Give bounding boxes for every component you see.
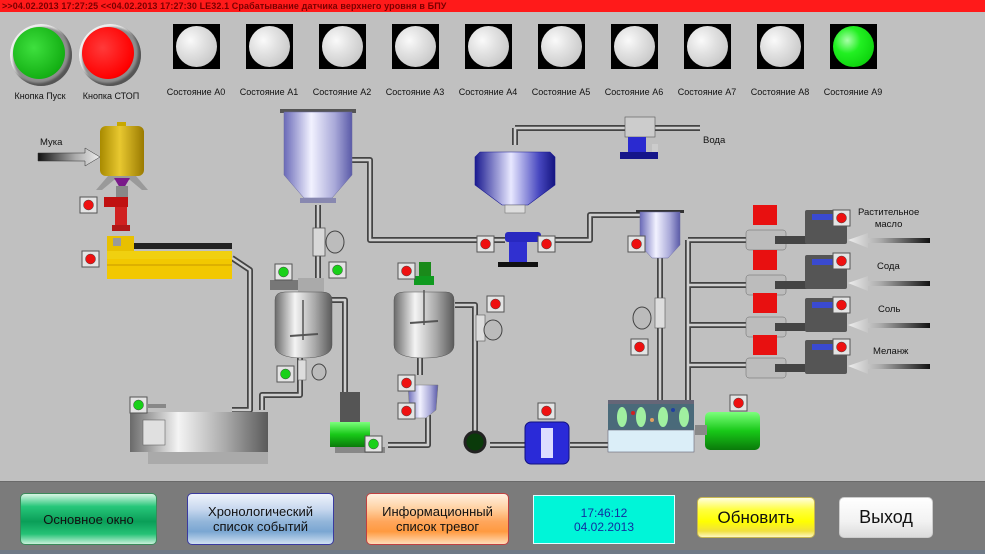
water-valve [620, 116, 658, 159]
status-lamp-label: Состояние А6 [604, 87, 664, 97]
dosing-station-oil [745, 205, 930, 251]
stopped-indicator[interactable] [832, 296, 851, 314]
stopped-indicator[interactable] [832, 209, 851, 227]
alarm-list-line1: Информационный [382, 504, 493, 519]
running-indicator[interactable] [276, 365, 295, 383]
stopped-indicator[interactable] [397, 374, 416, 392]
stopped-indicator[interactable] [486, 295, 505, 313]
status-lamp-a9 [830, 24, 877, 69]
status-lamp-label: Состояние А4 [458, 87, 518, 97]
stopped-indicator[interactable] [537, 402, 556, 420]
stopped-indicator[interactable] [729, 394, 748, 412]
running-indicator[interactable] [129, 396, 148, 414]
mixer-tank-1 [270, 278, 333, 381]
status-lamp-a4 [465, 24, 512, 69]
event-log-line2: список событий [212, 519, 309, 534]
lamp-bulb [541, 26, 582, 67]
flour-input-arrow [37, 147, 101, 167]
status-lamp-label: Состояние А9 [823, 87, 883, 97]
lamp-bulb [760, 26, 801, 67]
status-lamp-label: Состояние А8 [750, 87, 810, 97]
stop-button-label: Кнопка СТОП [82, 91, 140, 101]
lamp-bulb [833, 26, 874, 67]
status-lamp-label: Состояние А7 [677, 87, 737, 97]
stopped-indicator[interactable] [476, 235, 495, 253]
blue-diaphragm-pump [524, 421, 570, 465]
alarm-banner[interactable]: >>04.02.2013 17:27:25 <<04.02.2013 17:27… [0, 0, 985, 12]
stop-button[interactable] [79, 24, 141, 86]
status-lamp-a0 [173, 24, 220, 69]
main-window-button[interactable]: Основное окно [20, 493, 157, 545]
process-diagram [37, 109, 930, 465]
stopped-indicator[interactable] [832, 338, 851, 356]
status-lamp-a1 [246, 24, 293, 69]
clock-date: 04.02.2013 [573, 519, 635, 534]
label-water: Вода [703, 135, 726, 146]
status-lamp-a7 [684, 24, 731, 69]
stopped-indicator[interactable] [630, 338, 649, 356]
label-flour: Мука [40, 137, 63, 148]
flour-hopper [280, 109, 356, 203]
event-log-line1: Хронологический [208, 504, 313, 519]
lamp-bulb [614, 26, 655, 67]
status-lamp-label: Состояние А1 [239, 87, 299, 97]
label-vegetable-oil: Растительное масло [858, 207, 919, 231]
status-lamp-a5 [538, 24, 585, 69]
status-lamp-label: Состояние А3 [385, 87, 445, 97]
status-lamp-label: Состояние А5 [531, 87, 591, 97]
green-pump [330, 392, 385, 453]
stopped-indicator[interactable] [81, 250, 100, 268]
start-button[interactable] [10, 24, 72, 86]
stopped-indicator[interactable] [397, 262, 416, 280]
clock-time: 17:46:12 [580, 505, 628, 520]
label-vegetable-oil-line2: масло [874, 219, 903, 230]
label-salt: Соль [878, 304, 901, 315]
status-lamp-label: Состояние А2 [312, 87, 372, 97]
flow-meter [463, 430, 487, 454]
stopped-indicator[interactable] [627, 235, 646, 253]
running-indicator[interactable] [364, 435, 383, 453]
pipes [230, 125, 760, 448]
footer-strip [0, 550, 985, 554]
running-indicator[interactable] [274, 263, 293, 281]
water-mixing-hopper [474, 151, 556, 267]
stopped-indicator[interactable] [397, 402, 416, 420]
lamp-bulb [249, 26, 290, 67]
status-lamp-a2 [319, 24, 366, 69]
status-lamp-a6 [611, 24, 658, 69]
start-button-label: Кнопка Пуск [14, 91, 66, 101]
kneading-machine [107, 236, 232, 279]
indicators [79, 196, 851, 453]
label-soda: Сода [877, 261, 900, 272]
lamp-bulb [468, 26, 509, 67]
running-indicator[interactable] [328, 261, 347, 279]
hopper-valve [312, 227, 345, 257]
stopped-indicator[interactable] [79, 196, 98, 214]
flour-silo [96, 122, 148, 231]
dosing-tank [632, 210, 684, 330]
alarm-list-line2: список тревог [395, 519, 480, 534]
lamp-bulb [322, 26, 363, 67]
sifter [607, 400, 760, 453]
status-lamp-a3 [392, 24, 439, 69]
label-melange: Меланж [873, 346, 909, 357]
lamp-bulb [687, 26, 728, 67]
extruder [130, 404, 268, 464]
stopped-indicator[interactable] [537, 235, 556, 253]
refresh-button[interactable]: Обновить [697, 497, 815, 538]
lamp-bulb [176, 26, 217, 67]
lamp-bulb [395, 26, 436, 67]
status-lamp-a8 [757, 24, 804, 69]
label-vegetable-oil-line1: Растительное [858, 207, 920, 218]
clock-display: 17:46:12 04.02.2013 [533, 495, 675, 544]
status-lamp-label: Состояние А0 [166, 87, 226, 97]
stopped-indicator[interactable] [832, 252, 851, 270]
exit-button[interactable]: Выход [839, 497, 933, 538]
mixer-tank-2 [393, 262, 503, 419]
